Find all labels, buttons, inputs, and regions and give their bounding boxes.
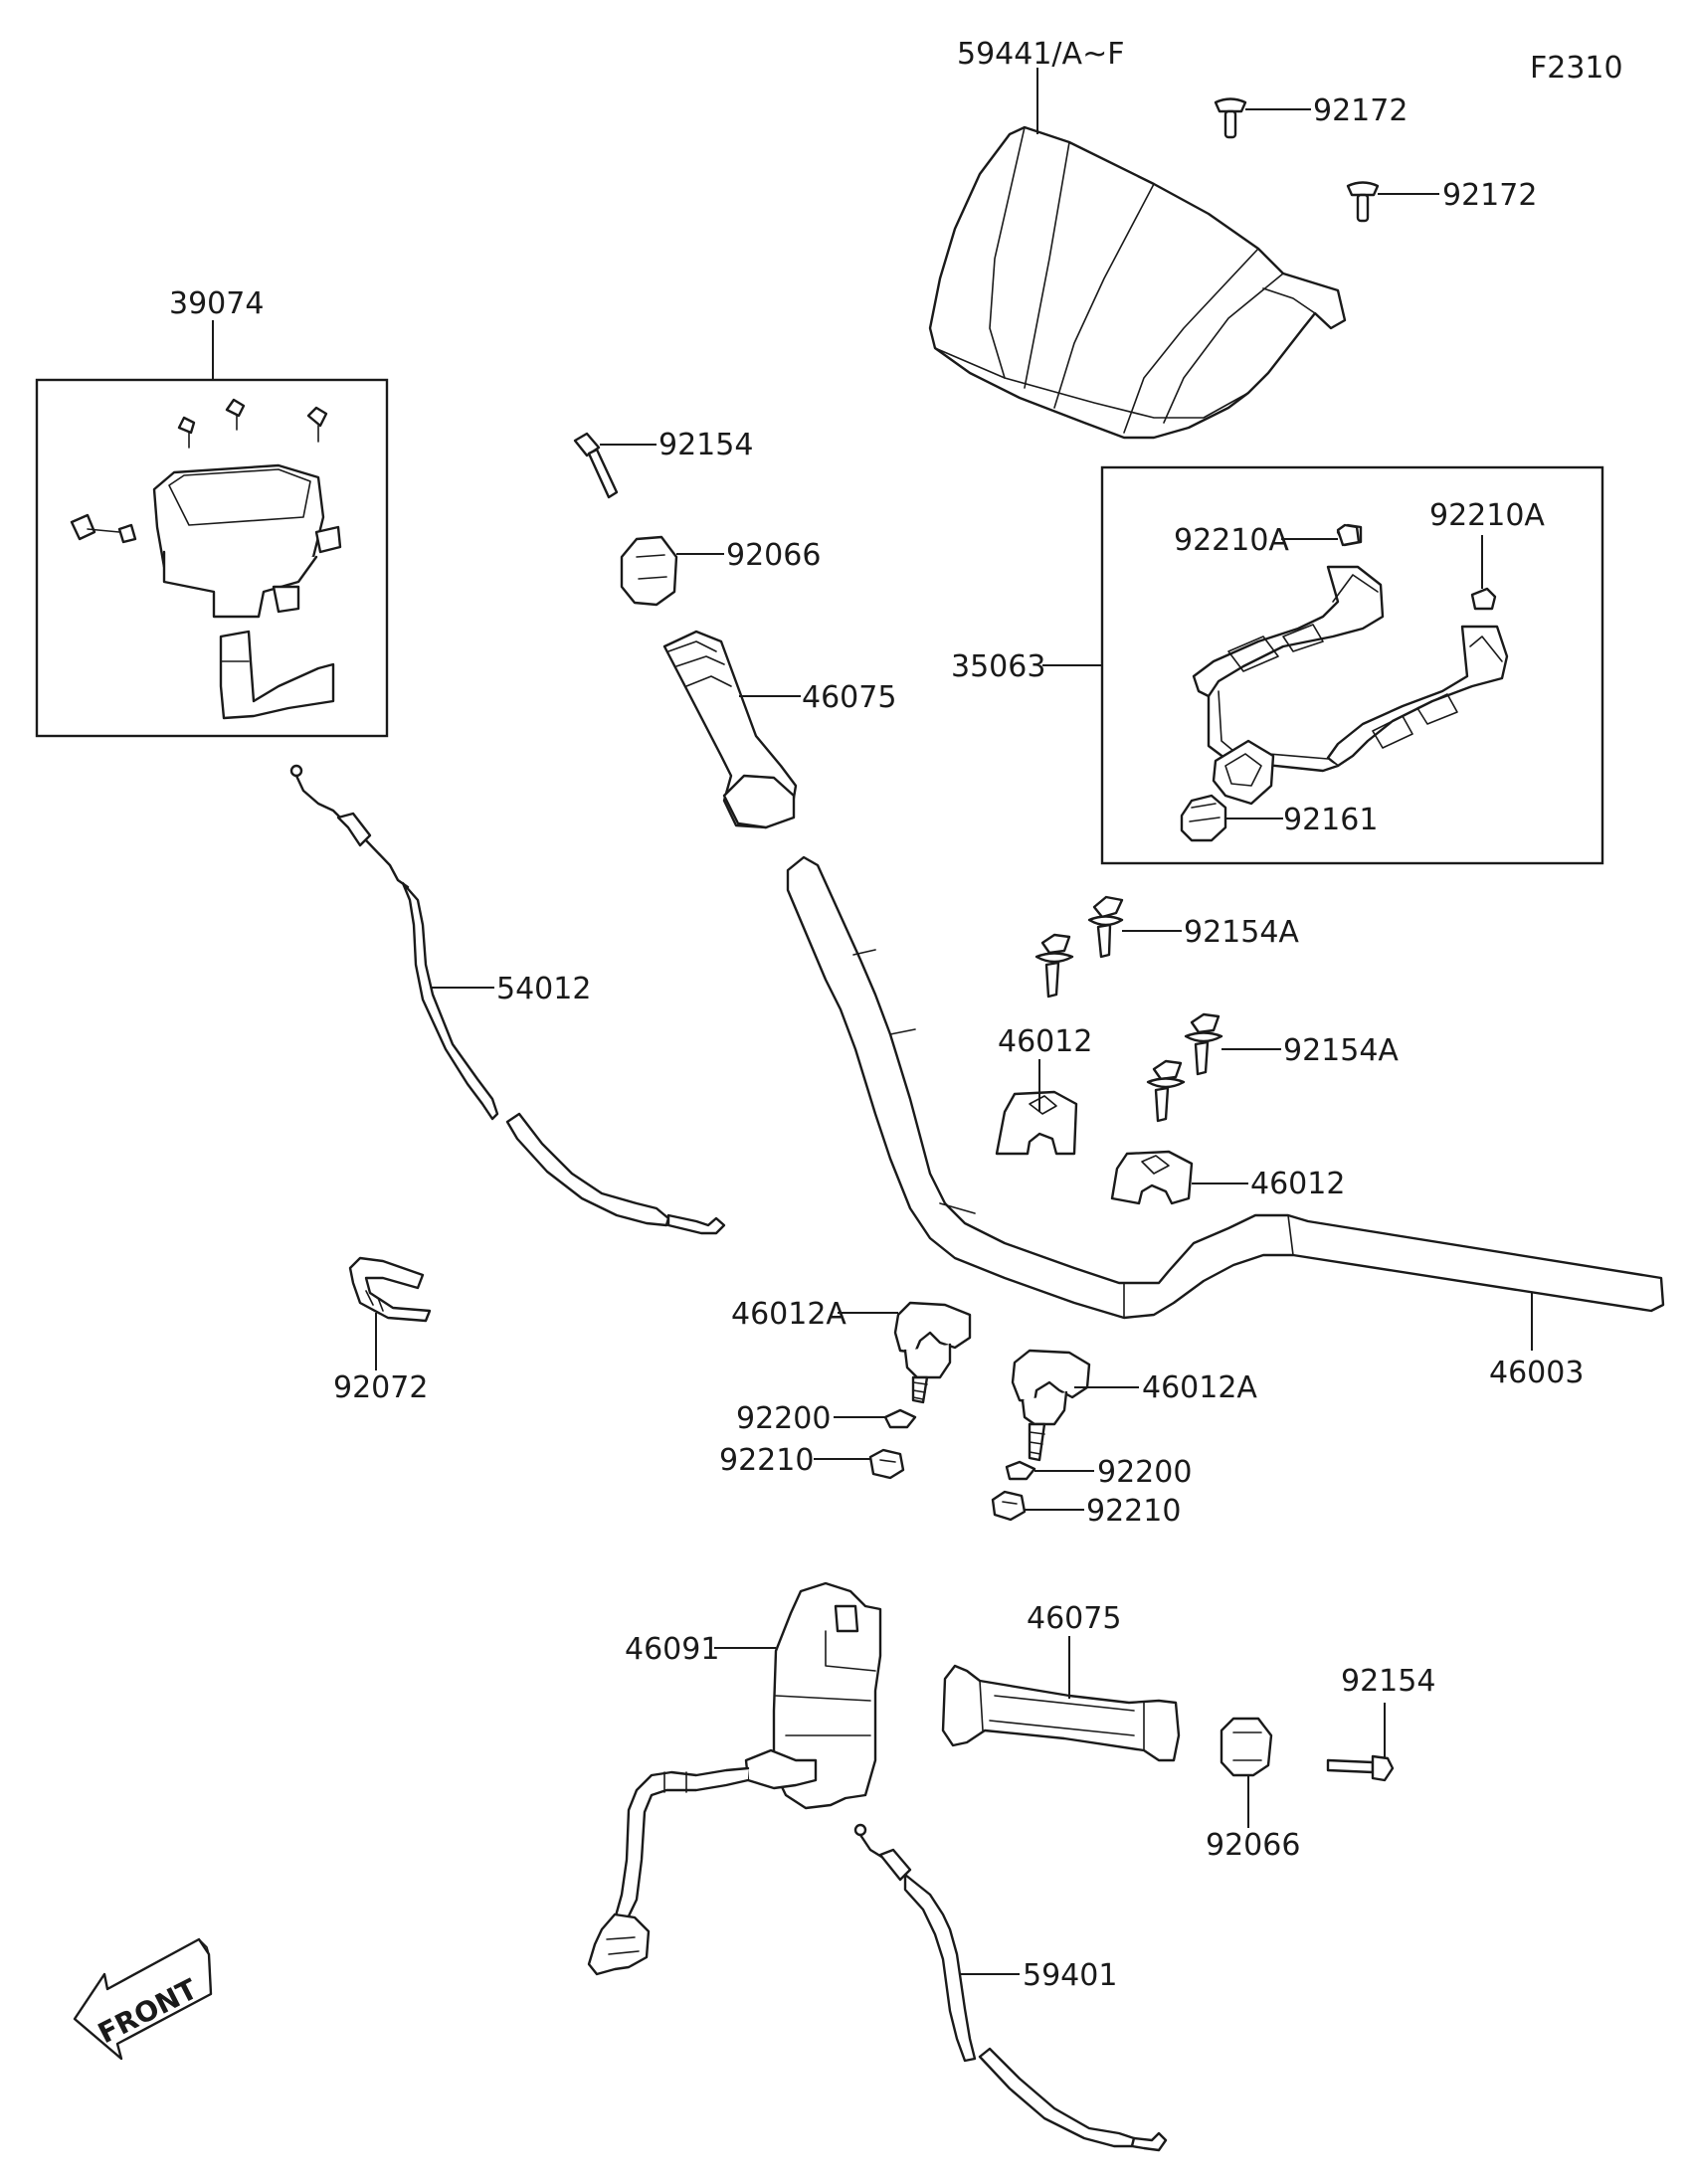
callout-46003: 46003 [1489, 1356, 1584, 1390]
bar-end-weight-92066-top[interactable] [620, 535, 678, 607]
bolt-92154-top[interactable] [573, 432, 619, 499]
bolt-92154-bottom[interactable] [1326, 1754, 1395, 1782]
clamp-92072[interactable] [348, 1256, 432, 1323]
callout-92066-b: 92066 [1206, 1828, 1300, 1863]
washer-92200-left[interactable] [883, 1408, 917, 1429]
bar-end-weight-92066-bottom[interactable] [1220, 1717, 1273, 1777]
callout-39074: 39074 [169, 286, 264, 321]
bracket-35063-part[interactable] [1192, 523, 1509, 806]
windshield-part[interactable] [928, 125, 1347, 440]
callout-92154-b: 92154 [1341, 1664, 1435, 1699]
callout-46091: 46091 [625, 1632, 719, 1667]
callout-92210-a: 92210 [719, 1443, 814, 1478]
bolt-92154A-lower-1[interactable] [1184, 1012, 1223, 1076]
callout-92200-b: 92200 [1097, 1455, 1192, 1490]
callout-92210A-b: 92210A [1429, 498, 1545, 533]
washer-92200-right[interactable] [1005, 1460, 1036, 1481]
bolt-92154A-upper-1[interactable] [1087, 895, 1124, 959]
callout-92210-b: 92210 [1086, 1494, 1181, 1529]
callout-46075-a: 46075 [802, 680, 896, 715]
callout-92154A-b: 92154A [1283, 1033, 1399, 1068]
callout-59441: 59441/A~F [957, 37, 1124, 72]
callout-59401: 59401 [1023, 1958, 1117, 1993]
callout-46012A-b: 46012A [1142, 1370, 1257, 1405]
callout-92161: 92161 [1283, 803, 1378, 837]
bolt-92154A-upper-2[interactable] [1034, 933, 1074, 999]
holder-46012A-left[interactable] [893, 1301, 972, 1404]
diagram-code: F2310 [1530, 51, 1623, 86]
nut-92210-right[interactable] [991, 1490, 1027, 1522]
callout-92200-a: 92200 [736, 1401, 831, 1436]
bolt-92154A-lower-2[interactable] [1146, 1059, 1186, 1123]
handlebar-46003[interactable] [786, 855, 1665, 1320]
holder-46012-upper[interactable] [995, 1090, 1078, 1156]
cable-59401[interactable] [853, 1823, 1168, 2152]
front-direction-arrow: FRONT [73, 1937, 213, 2061]
grip-46075-top[interactable] [662, 630, 798, 829]
master-cylinder-part[interactable] [70, 398, 342, 720]
nut-92210-left[interactable] [868, 1448, 905, 1480]
holder-46012-lower[interactable] [1110, 1150, 1194, 1205]
callout-92066-a: 92066 [726, 538, 821, 573]
callout-92072: 92072 [333, 1370, 428, 1405]
box-39074 [35, 378, 389, 738]
grip-46075-bottom[interactable] [941, 1664, 1181, 1762]
cable-54012[interactable] [289, 764, 726, 1235]
callout-54012: 54012 [496, 972, 591, 1006]
screw-92172-bottom[interactable] [1346, 181, 1380, 223]
callout-92172-b: 92172 [1442, 178, 1537, 213]
holder-46012A-right[interactable] [1011, 1349, 1091, 1462]
screw-92172-top[interactable] [1214, 97, 1247, 139]
callout-46012-b: 46012 [1250, 1167, 1345, 1201]
callout-92210A-a: 92210A [1174, 523, 1289, 558]
callout-46012A-a: 46012A [731, 1297, 846, 1332]
callout-46012-a: 46012 [998, 1024, 1092, 1059]
callout-92172-a: 92172 [1313, 93, 1408, 128]
damper-92161[interactable] [1180, 794, 1227, 842]
nut-92210A-left[interactable] [1336, 523, 1361, 547]
callout-35063: 35063 [951, 649, 1045, 684]
callout-46075-b: 46075 [1027, 1601, 1121, 1636]
callout-92154A-a: 92154A [1184, 915, 1299, 950]
callout-92154-a: 92154 [658, 428, 753, 462]
handlebar-switch-46091[interactable] [587, 1581, 882, 1976]
